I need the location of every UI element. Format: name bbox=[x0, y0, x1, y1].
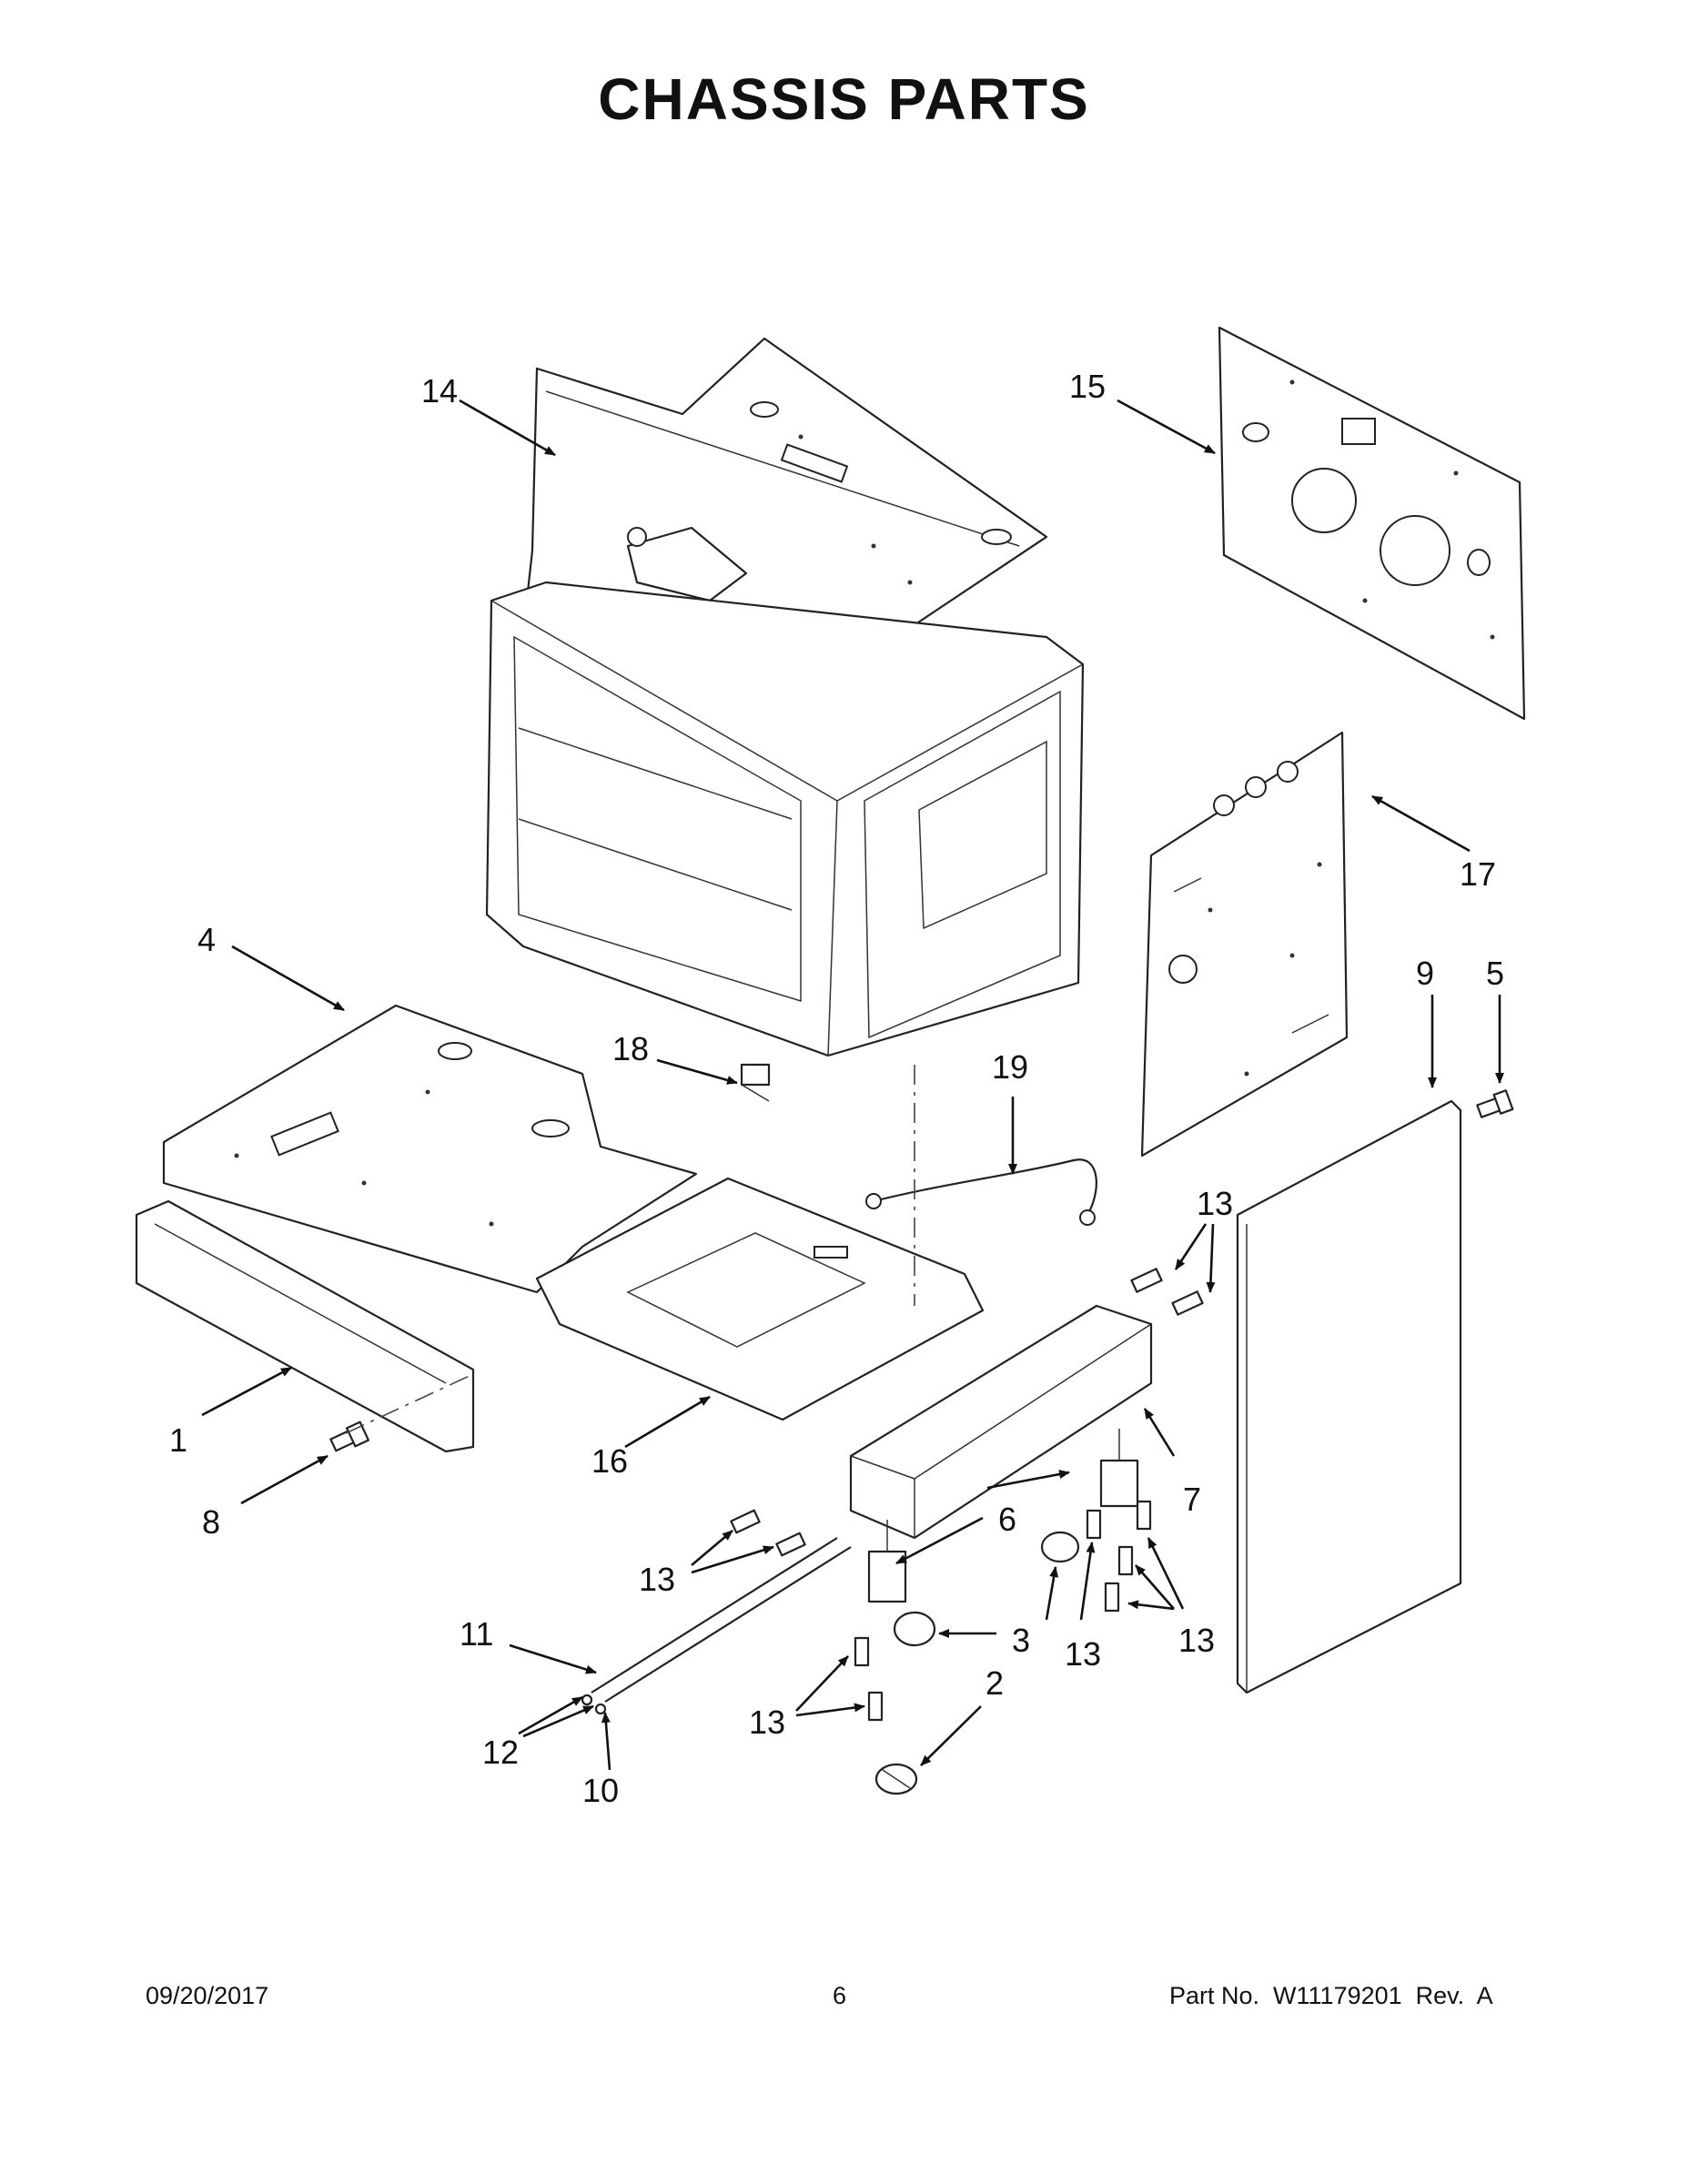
part-17-side-panel bbox=[1140, 731, 1349, 1158]
callout-18: 18 bbox=[612, 1030, 649, 1067]
page-title: CHASSIS PARTS bbox=[598, 66, 1090, 132]
part-19-tube bbox=[865, 1158, 1097, 1226]
callout-8: 8 bbox=[202, 1503, 220, 1541]
callout-11: 11 bbox=[460, 1615, 493, 1653]
part-18-sensor bbox=[740, 1063, 771, 1102]
alignment-line bbox=[345, 1373, 474, 1434]
callout-19: 19 bbox=[992, 1048, 1028, 1086]
footer-date: 09/20/2017 bbox=[146, 1982, 269, 2009]
callout-13: 13 bbox=[1178, 1622, 1215, 1659]
callout-5: 5 bbox=[1486, 955, 1504, 992]
footer-part-number: Part No. W11179201 Rev. A bbox=[1169, 1982, 1493, 2009]
callout-16: 16 bbox=[591, 1442, 628, 1480]
part-5-screw bbox=[1476, 1089, 1514, 1118]
callout-6: 6 bbox=[998, 1501, 1016, 1538]
callout-3: 3 bbox=[1012, 1622, 1030, 1659]
callout-12: 12 bbox=[482, 1734, 519, 1771]
footer-page-number: 6 bbox=[833, 1982, 847, 2009]
callout-2: 2 bbox=[986, 1664, 1004, 1702]
callout-7: 7 bbox=[1183, 1481, 1201, 1518]
part-1-front-trim bbox=[135, 1199, 475, 1453]
part-9-side-trim bbox=[1236, 1099, 1462, 1694]
callout-13: 13 bbox=[1197, 1185, 1233, 1222]
part-16-lower-pan bbox=[535, 1177, 985, 1421]
part-8-screw bbox=[329, 1421, 369, 1452]
callout-15: 15 bbox=[1069, 368, 1106, 405]
part-2-cap bbox=[874, 1763, 918, 1795]
callout-13: 13 bbox=[1065, 1635, 1101, 1673]
part-14-top-panel bbox=[526, 337, 1048, 680]
callout-13: 13 bbox=[749, 1704, 785, 1741]
part-15-rear-panel bbox=[1218, 326, 1526, 721]
part-4-bottom-panel bbox=[162, 1004, 698, 1294]
callout-10: 10 bbox=[582, 1772, 619, 1809]
part-13-screws bbox=[730, 1268, 1204, 1722]
callout-4: 4 bbox=[197, 921, 216, 958]
callout-14: 14 bbox=[421, 372, 458, 410]
callout-13: 13 bbox=[639, 1561, 675, 1598]
oven-cavity bbox=[485, 581, 1085, 1057]
callout-17: 17 bbox=[1460, 855, 1496, 893]
part-7-bracket bbox=[849, 1304, 1153, 1540]
part-3-wheels bbox=[893, 1531, 1080, 1647]
callout-1: 1 bbox=[169, 1421, 187, 1459]
callout-9: 9 bbox=[1416, 955, 1434, 992]
callout-arrows bbox=[201, 399, 1504, 1771]
part-6-leveler-brackets bbox=[867, 1429, 1139, 1603]
callout-labels: 14 15 17 4 9 5 18 19 13 1 16 7 8 6 13 11… bbox=[169, 368, 1504, 1809]
